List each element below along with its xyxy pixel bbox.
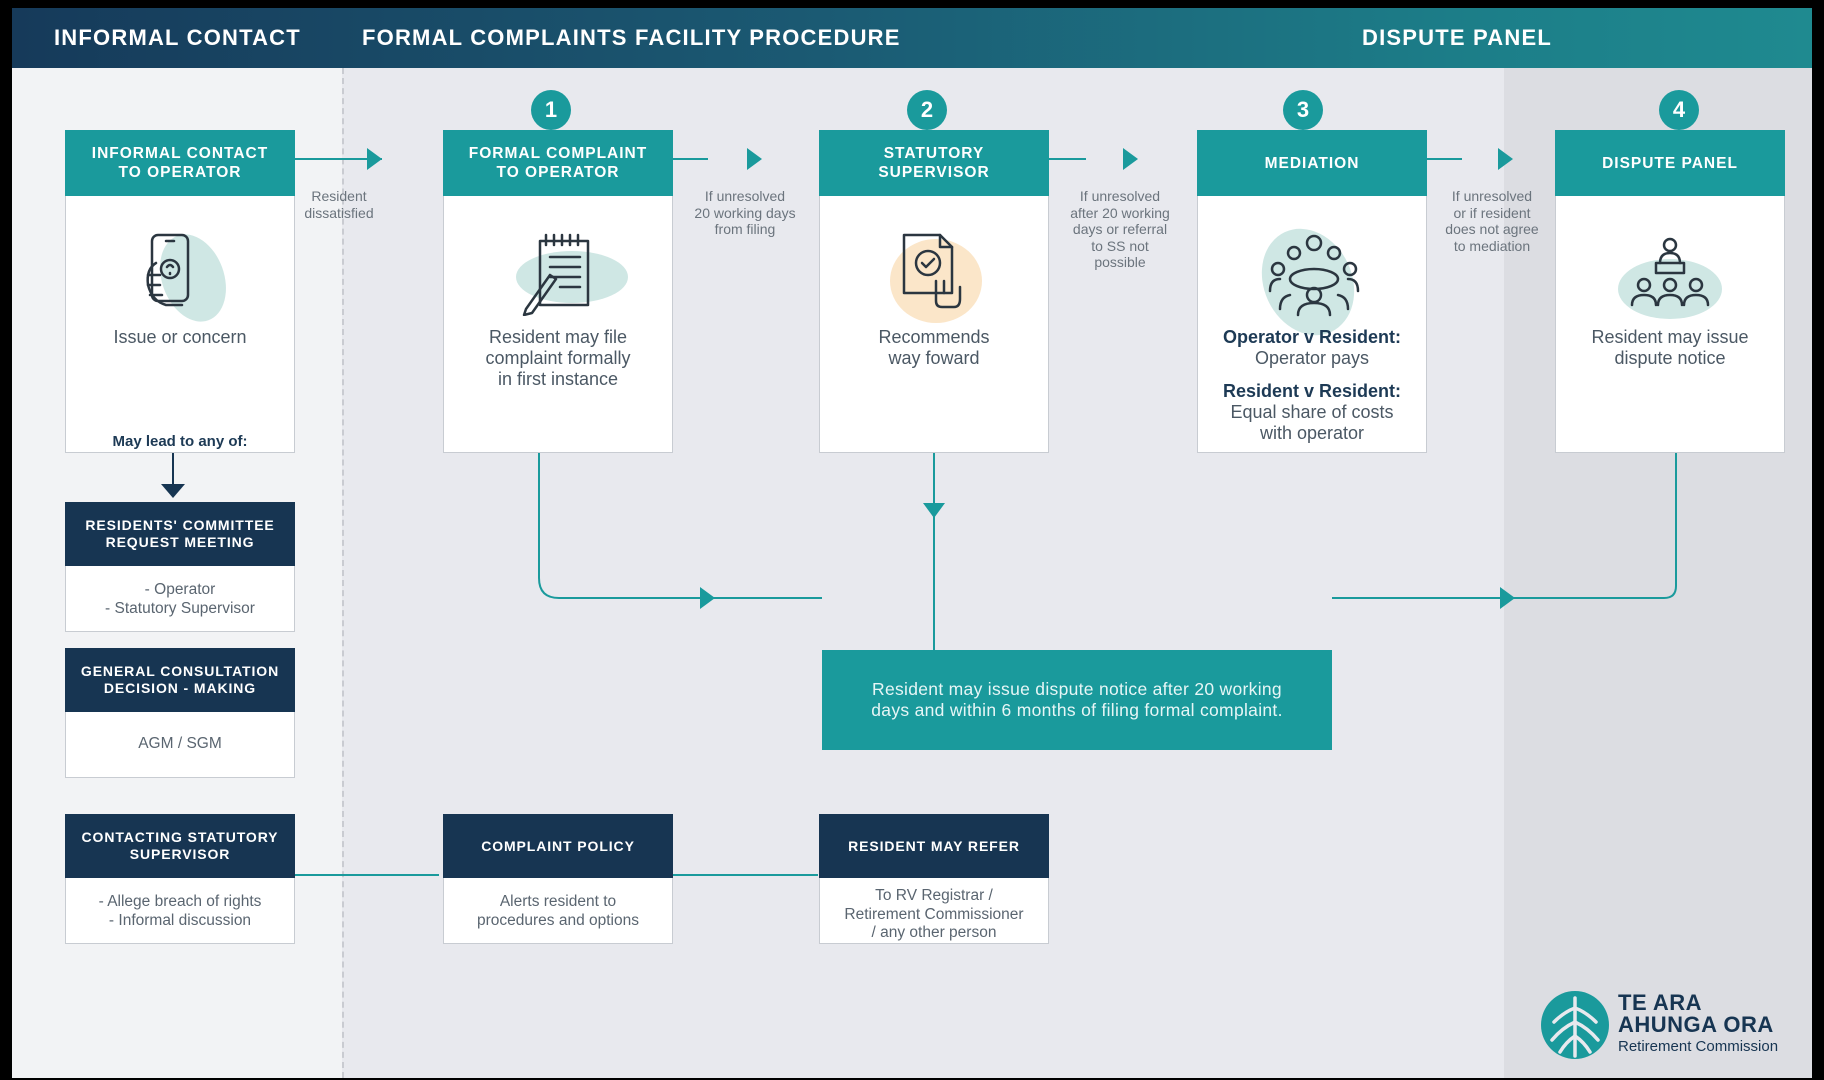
step-card-informal-contact: INFORMAL CONTACT TO OPERATOR Issue or co… — [65, 130, 295, 453]
step-card-heading: DISPUTE PANEL — [1555, 130, 1785, 196]
option-card-body: - Allege breach of rights - Informal dis… — [98, 893, 262, 929]
step-number-2: 2 — [907, 90, 947, 130]
step-card-statutory-supervisor: STATUTORY SUPERVISOR Recommends way fowa… — [819, 130, 1049, 453]
zone-divider — [342, 68, 344, 1078]
flowchart-page: INFORMAL CONTACT FORMAL COMPLAINTS FACIL… — [12, 8, 1812, 1078]
card-resident-may-refer: RESIDENT MAY REFER To RV Registrar / Ret… — [819, 814, 1049, 944]
notepad-pencil-icon — [522, 233, 590, 316]
step-card-heading: FORMAL COMPLAINT TO OPERATOR — [443, 130, 673, 196]
step-number-3: 3 — [1283, 90, 1323, 130]
option-card-contacting-supervisor: CONTACTING STATUTORY SUPERVISOR - Allege… — [65, 814, 295, 944]
card-heading: RESIDENT MAY REFER — [819, 814, 1049, 878]
option-card-body: AGM / SGM — [138, 735, 222, 752]
option-card-heading: RESIDENTS' COMMITTEE REQUEST MEETING — [65, 502, 295, 566]
step-card-body: Resident may file complaint formally in … — [485, 327, 631, 389]
option-card-heading: GENERAL CONSULTATION DECISION - MAKING — [65, 648, 295, 712]
step-card-body: Recommends way foward — [878, 327, 990, 368]
transition-note-2: If unresolved 20 working days from filin… — [694, 188, 796, 237]
retirement-commission-logo: TE ARA AHUNGA ORA Retirement Commission — [1540, 982, 1810, 1062]
step-card-heading: MEDIATION — [1197, 130, 1427, 196]
meeting-table-icon — [1268, 234, 1360, 317]
mediation-case-a-text: Operator pays — [1254, 348, 1370, 368]
transition-note-4: If unresolved or if resident does not ag… — [1445, 188, 1539, 254]
card-complaint-policy: COMPLAINT POLICY Alerts resident to proc… — [443, 814, 673, 944]
header-formal-procedure: FORMAL COMPLAINTS FACILITY PROCEDURE — [362, 25, 901, 50]
step-card-heading: STATUTORY SUPERVISOR — [819, 130, 1049, 196]
logo-subtitle: Retirement Commission — [1618, 1038, 1779, 1055]
logo-title: TE ARA AHUNGA ORA — [1618, 990, 1774, 1037]
card-body: Alerts resident to procedures and option… — [476, 893, 639, 929]
mediation-case-b-text: Equal share of costs with operator — [1230, 402, 1394, 443]
step-card-body: Issue or concern — [113, 327, 247, 347]
document-check-icon — [902, 233, 962, 309]
step-card-heading: INFORMAL CONTACT TO OPERATOR — [65, 130, 295, 196]
option-card-heading: CONTACTING STATUTORY SUPERVISOR — [65, 814, 295, 878]
panel-podium-icon — [1630, 237, 1710, 307]
fern-logo-icon — [1541, 991, 1609, 1059]
option-card-residents-committee: RESIDENTS' COMMITTEE REQUEST MEETING - O… — [65, 502, 295, 632]
step-card-formal-complaint: FORMAL COMPLAINT TO OPERATOR Resident ma… — [443, 130, 673, 453]
mediation-case-a-title: Operator v Resident: — [1222, 327, 1402, 347]
mediation-case-b-title: Resident v Resident: — [1222, 381, 1402, 401]
header-informal-contact: INFORMAL CONTACT — [54, 25, 301, 50]
step-number-1: 1 — [531, 90, 571, 130]
step-card-mediation: MEDIATION Operator v Resident: Operator … — [1197, 130, 1427, 453]
step-number-4: 4 — [1659, 90, 1699, 130]
dispute-notice-box: Resident may issue dispute notice after … — [822, 650, 1332, 750]
step-card-dispute-panel: DISPUTE PANEL Resident may issue dispute… — [1555, 130, 1785, 453]
header-dispute-panel: DISPUTE PANEL — [1362, 25, 1552, 50]
card-heading: COMPLAINT POLICY — [443, 814, 673, 878]
phone-hand-icon — [146, 233, 190, 307]
step-card-body: Resident may issue dispute notice — [1591, 327, 1749, 368]
option-card-general-consultation: GENERAL CONSULTATION DECISION - MAKING A… — [65, 648, 295, 778]
step-card-footer: May lead to any of: — [112, 433, 248, 450]
option-card-body: - Operator - Statutory Supervisor — [105, 581, 255, 617]
transition-note-3: If unresolved after 20 working days or r… — [1070, 188, 1170, 270]
card-body: To RV Registrar / Retirement Commissione… — [844, 887, 1024, 941]
header-bar: INFORMAL CONTACT FORMAL COMPLAINTS FACIL… — [12, 8, 1812, 68]
transition-note-1: Resident dissatisfied — [304, 188, 374, 221]
